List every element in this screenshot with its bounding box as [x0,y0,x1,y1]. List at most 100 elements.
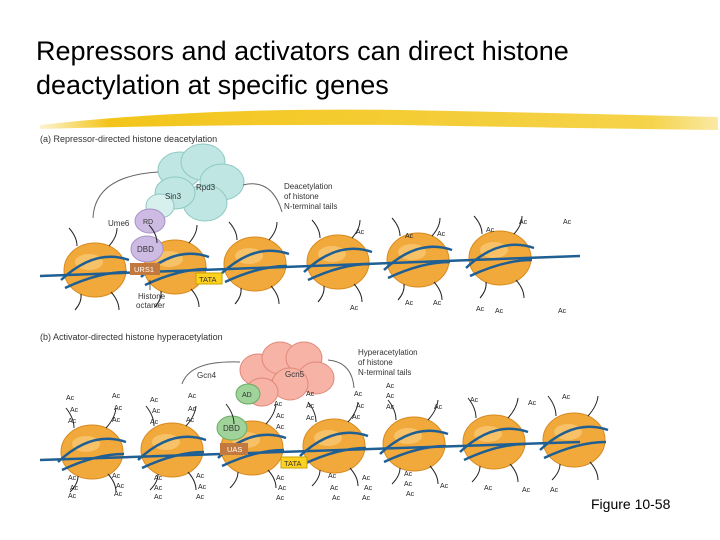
dbd-label-a: DBD [137,245,154,254]
title-underline [40,109,718,130]
acetyl-label-b-49: Ac [404,471,413,478]
dna-wrap-b-0 [57,437,127,463]
histone-tail-b-6-b2 [589,461,599,481]
histone-tail-a-5-b1 [479,281,487,299]
dna-wrap-lower-a-3 [307,262,371,282]
histone-tail-a-0-t1 [68,227,78,247]
histone-tail-b-3-t2 [347,401,359,423]
hyperacetylation-label-2: of histone [358,358,393,367]
acetyl-label-b-29: Ac [70,485,79,492]
histone-tail-a-1-t2 [188,224,198,244]
histone-tail-b-3-b1 [311,469,321,487]
gcn4-ad [235,383,261,405]
histone-tail-b-0-b1 [69,475,79,493]
acetyl-label-b-19: Ac [356,403,365,410]
acetyl-label-b-40: Ac [276,475,285,482]
histone-tail-a-5-t1 [473,215,483,235]
histone-tail-a-0-b2 [110,291,120,311]
acetyl-label-b-7: Ac [152,408,161,415]
deacetylation-label-3: N-terminal tails [284,202,337,211]
acetyl-label-b-26: Ac [528,400,537,407]
dna-wrap-lower-b-4 [383,444,447,464]
ume6-label: Ume6 [108,219,130,228]
histone-tail-b-0-t1 [65,407,75,429]
acetyl-label-b-36: Ac [154,494,163,501]
dna-wrap-lower-a-2 [224,264,288,284]
acetyl-label-a-5: Ac [563,219,572,226]
dbd-label-b: DBD [223,424,240,433]
histone-tail-b-5-b2 [509,463,519,483]
acetyl-label-b-13: Ac [276,413,285,420]
acetyl-label-b-8: Ac [150,419,159,426]
histone-tail-b-4-b2 [429,465,439,485]
ume6-rd [134,208,166,234]
arrow-deacetylation-left [92,171,159,219]
acetyl-label-a-2: Ac [437,231,446,238]
dna-wrap-lower-b-3 [303,446,367,466]
acetyl-label-a-3: Ac [486,227,495,234]
acetyl-label-b-53: Ac [484,485,493,492]
acetyl-label-b-51: Ac [406,491,415,498]
rd-label: RD [143,219,153,226]
acetyl-label-a-8: Ac [433,300,442,307]
histone-tail-b-2-b1 [229,471,239,489]
histone-tail-b-5-t1 [467,397,477,419]
histone-tail-a-1-b2 [190,288,200,308]
rpd3-label: Rpd3 [196,183,216,192]
acetyl-label-b-14: Ac [276,424,285,431]
histone-tail-a-3-b1 [317,285,325,303]
acetyl-label-b-17: Ac [306,415,315,422]
dna-wrap-b-3 [299,431,369,457]
dna-wrap-a-3 [303,247,373,273]
acetyl-label-b-33: Ac [114,491,123,498]
acetyl-label-a-10: Ac [495,308,504,315]
histone-tail-b-5-b1 [471,465,481,483]
acetyl-label-b-6: Ac [150,397,159,404]
gcn4-label: Gcn4 [197,371,217,380]
histone-tail-b-2-t2 [265,403,277,425]
arrow-hyperacetylation-right [327,359,355,389]
uas-box [220,443,248,455]
acetyl-label-b-39: Ac [196,494,205,501]
acetyl-label-b-28: Ac [68,475,77,482]
histone-tail-a-4-b2 [433,281,443,301]
deacetylation-label-1: Deacetylation [284,182,332,191]
acetyl-label-b-12: Ac [274,401,283,408]
histone-tail-b-6-b1 [551,463,561,481]
acetyl-label-b-5: Ac [112,417,121,424]
uas-label: UAS [227,445,242,454]
histone-tail-b-0-t2 [105,407,117,429]
acetyl-label-b-3: Ac [112,393,121,400]
tata-box-b [280,456,308,469]
acetyl-label-b-45: Ac [332,495,341,502]
acetyl-label-b-2: Ac [68,418,77,425]
panel-a-heading: (a) Repressor-directed histone deacetyla… [40,134,217,144]
acetyl-label-a-4: Ac [519,219,528,226]
acetyl-label-b-55: Ac [550,487,559,494]
histone-octamer-label-2: octamer [136,301,165,310]
histone-tail-a-2-b1 [234,287,242,305]
dna-wrap-lower-b-1 [141,450,205,470]
histone-tail-a-0-b1 [74,293,82,311]
dna-wrap-a-0 [60,255,130,281]
histone-tail-a-0-t2 [108,227,118,247]
histone-tail-a-2-t1 [228,221,238,241]
acetyl-label-b-32: Ac [116,483,125,490]
dna-wrap-b-4 [379,429,449,455]
panel-b-heading: (b) Activator-directed histone hyperacet… [40,332,223,342]
histone-tail-b-4-b1 [391,467,401,485]
histone-tail-b-1-b2 [187,471,197,491]
acetyl-label-b-23: Ac [386,404,395,411]
acetyl-label-b-54: Ac [522,487,531,494]
slide-title: Repressors and activators can direct his… [36,34,696,102]
histone-tail-a-4-b1 [397,283,405,301]
acetyl-label-b-50: Ac [404,481,413,488]
histone-tail-b-1-t1 [145,405,155,427]
acetyl-label-b-22: Ac [386,393,395,400]
histone-tail-a-3-t1 [311,219,321,239]
gcn5-label: Gcn5 [285,370,305,379]
dna-wrap-b-6 [539,425,609,451]
acetyl-label-a-6: Ac [350,305,359,312]
acetyl-label-a-0: Ac [356,229,365,236]
histone-tail-b-1-t2 [185,405,197,427]
